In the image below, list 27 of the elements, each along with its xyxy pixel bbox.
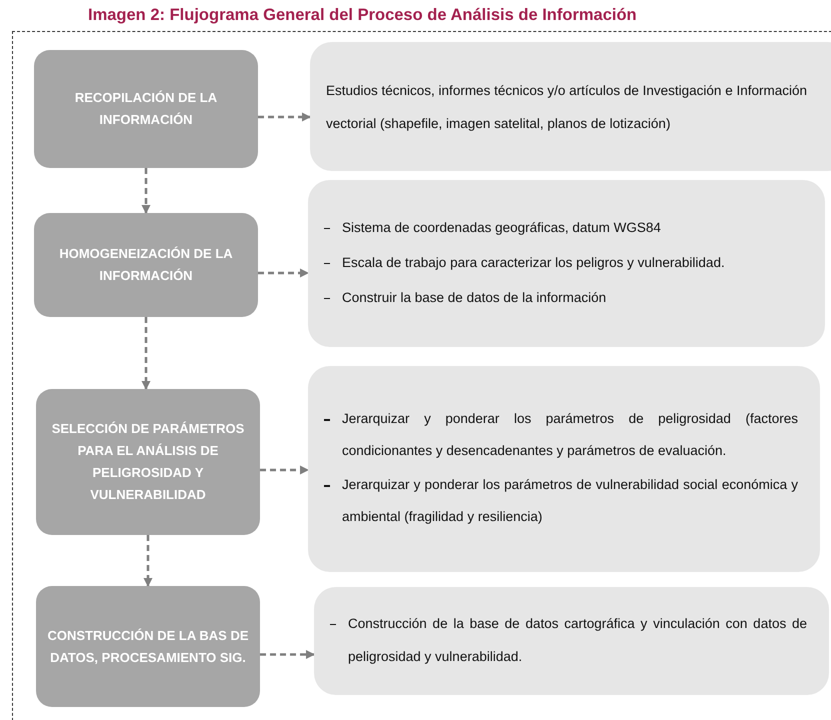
detail-text: Sistema de coordenadas geográficas, datum WGS84	[342, 219, 661, 237]
arrow	[260, 650, 315, 659]
step-title: HOMOGENEIZACIÓN DE LA INFORMACIÓN	[58, 245, 234, 285]
arrow	[258, 268, 309, 278]
process-box	[36, 586, 260, 707]
arrow	[260, 466, 309, 474]
step-title: CONSTRUCCIÓN DE LA BAS DE DATOS, PROCESAMIENTO SIG.	[46, 626, 250, 666]
diagram-title: Imagen 2: Flujograma General del Proceso de Análisis de Información	[88, 6, 637, 25]
process-box	[36, 389, 260, 535]
detail-box	[308, 366, 820, 572]
detail-box	[308, 180, 825, 347]
detail-text: Jerarquizar y ponderar los parámetros de peligrosidad (factores condicionantes y desencadenantes y parámetros de evaluación.	[342, 410, 798, 460]
detail-box	[314, 587, 829, 695]
process-box	[34, 50, 258, 168]
arrow	[144, 535, 152, 587]
arrow	[142, 317, 150, 390]
arrow	[142, 168, 150, 214]
detail-text: Construir la base de datos de la información	[342, 289, 606, 307]
step-title: SELECCIÓN DE PARÁMETROS PARA EL ANÁLISIS DE PELIGROSIDAD Y VULNERABILIDAD	[50, 420, 246, 504]
arrow	[258, 112, 311, 122]
step-title: RECOPILACIÓN DE LA INFORMACIÓN	[74, 89, 218, 129]
detail-text: Estudios técnicos, informes técnicos y/o artículos de Investigación e Información vectorial (shapefile, imagen satelital, planos de lotización)	[326, 82, 808, 133]
process-box	[34, 213, 258, 317]
detail-box	[310, 42, 831, 171]
detail-text: Jerarquizar y ponderar los parámetros de vulnerabilidad social económica y ambiental (fragilidad y resiliencia)	[342, 476, 798, 526]
detail-text: Escala de trabajo para caracterizar los peligros y vulnerabilidad.	[342, 254, 725, 272]
detail-text: Construcción de la base de datos cartográfica y vinculación con datos de peligrosidad y vulnerabilidad.	[348, 615, 807, 666]
